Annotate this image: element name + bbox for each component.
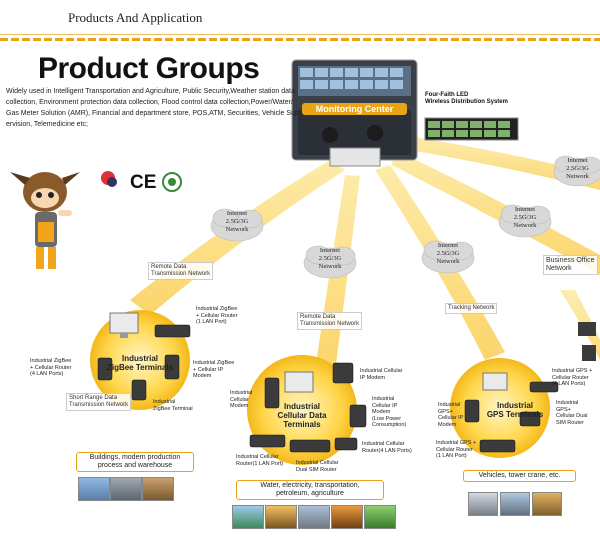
monitoring-center-label: Monitoring Center bbox=[302, 103, 407, 115]
cloud-2-line3: Network bbox=[318, 263, 342, 270]
header-title: Products And Application bbox=[68, 10, 203, 25]
cellular-modem-device bbox=[264, 377, 280, 409]
cloud-5-line2: 2.5G/3G bbox=[566, 165, 589, 172]
remote-network-label-1: Remote Data Transmission Network bbox=[148, 262, 214, 280]
main-title: Product Groups bbox=[38, 52, 260, 85]
gps-router4-label: Industrial GPS + Cellular Router (4 LAN … bbox=[552, 368, 593, 387]
remote-network-label-2: Remote Data Transmission Network bbox=[297, 312, 363, 330]
monitoring-center-image bbox=[291, 59, 418, 167]
gps-circle bbox=[450, 358, 550, 458]
cloud-5-line3: Network bbox=[566, 173, 589, 180]
led-system-label: Four-Faith LED Wireless Distribution Sys… bbox=[425, 92, 508, 105]
cloud-4 bbox=[498, 204, 552, 238]
cellular-dualsim-device bbox=[289, 439, 331, 453]
cellular-photo-4 bbox=[331, 505, 363, 529]
sgs-cert-logo bbox=[162, 172, 182, 192]
cellular-monitor bbox=[284, 371, 314, 393]
cellular-ipmodem-label: Industrial Cellular IP Modem bbox=[360, 368, 403, 381]
zigbee-photo-1 bbox=[78, 477, 110, 501]
ce-cert-logo: CE bbox=[130, 172, 157, 193]
zigbee-router-label: Industrial ZigBee + Cellular Router (1 L… bbox=[196, 306, 238, 325]
zigbee-modem-device bbox=[164, 354, 180, 380]
cloud-3 bbox=[421, 240, 475, 274]
gps-router4-device bbox=[529, 381, 559, 393]
cloud-1-line1: Internet bbox=[226, 210, 248, 217]
zigbee-caption: Buildings, modern production process and… bbox=[76, 452, 194, 472]
cloud-4-text: Internet 2.5G/3G Network bbox=[500, 206, 550, 230]
brand-logo bbox=[101, 171, 117, 187]
gps-modem-device bbox=[464, 399, 480, 423]
mascot-image bbox=[10, 172, 80, 269]
cellular-photo-5 bbox=[364, 505, 396, 529]
cellular-router4-label: Industrial Cellular Router(4 LAN Ports) bbox=[362, 441, 412, 454]
cloud-4-line2: 2.5G/3G bbox=[513, 214, 537, 221]
cloud-1-text: Internet 2.5G/3G Network bbox=[212, 210, 262, 234]
cloud-3-line2: 2.5G/3G bbox=[436, 250, 460, 257]
cloud-2-line1: Internet bbox=[319, 247, 341, 254]
header-rule bbox=[0, 38, 600, 41]
right-edge-devices bbox=[578, 322, 596, 361]
cloud-5-text: Internet 2.5G/3G Network bbox=[555, 157, 600, 181]
cloud-1-line2: 2.5G/3G bbox=[225, 218, 249, 225]
gps-modem-label: Industrial GPS+ Cellular IP Modem bbox=[438, 402, 464, 428]
cellular-lowpower-device bbox=[349, 404, 367, 428]
cloud-2-text: Internet 2.5G/3G Network bbox=[305, 247, 355, 271]
cloud-4-line1: Internet bbox=[514, 206, 536, 213]
zigbee-title: Industrial ZigBee Terminals bbox=[106, 354, 174, 372]
cellular-modem-label: Industrial Cellular Modem bbox=[230, 390, 253, 409]
cloud-3-line3: Network bbox=[436, 258, 460, 265]
cloud-2 bbox=[303, 245, 357, 279]
cellular-photo-1 bbox=[232, 505, 264, 529]
cloud-1 bbox=[210, 208, 264, 242]
zigbee-photo-2 bbox=[110, 477, 142, 501]
led-display-image bbox=[424, 117, 519, 141]
cellular-router1-device bbox=[249, 434, 286, 448]
cellular-photo-2 bbox=[265, 505, 297, 529]
zigbee-router-device bbox=[154, 324, 191, 338]
cellular-dualsim-label: Industrial Cellular Dual SIM Router bbox=[296, 460, 339, 473]
gps-caption: Vehicles, tower crane, etc. bbox=[463, 470, 576, 482]
cellular-title: Industrial Cellular Data Terminals bbox=[277, 402, 327, 429]
gps-photo-1 bbox=[468, 492, 498, 516]
cellular-lowpower-label: Industrial Cellular IP Modem (Low Power … bbox=[372, 396, 407, 428]
beam-business bbox=[392, 150, 600, 275]
cloud-4-line3: Network bbox=[513, 222, 537, 229]
cloud-3-line1: Internet bbox=[437, 242, 459, 249]
gps-dualsim-device bbox=[519, 411, 541, 427]
cellular-caption: Water, electricity, transportation, petr… bbox=[236, 480, 384, 500]
beam-right bbox=[398, 135, 600, 190]
gps-photo-2 bbox=[500, 492, 530, 516]
cloud-2-line2: 2.5G/3G bbox=[318, 255, 342, 262]
cloud-5 bbox=[553, 155, 600, 187]
tracking-network-label: Tracking Network bbox=[445, 303, 498, 314]
gps-title: Industrial GPS Terminals bbox=[486, 401, 544, 419]
zigbee-monitor bbox=[109, 312, 139, 338]
short-range-network-label: Short Range Data Transmission Network bbox=[66, 393, 132, 411]
header-rule-thin bbox=[0, 34, 600, 35]
intro-text: Widely used in Intelligent Transportatio… bbox=[6, 88, 299, 128]
cellular-router4-device bbox=[334, 437, 358, 451]
zigbee-modem-label: Industrial ZigBee + Cellular IP Modem bbox=[193, 360, 235, 379]
business-network-label: Business Office Network bbox=[543, 255, 598, 275]
cloud-5-line1: Internet bbox=[567, 157, 588, 164]
zigbee-photo-3 bbox=[142, 477, 174, 501]
gps-photo-3 bbox=[532, 492, 562, 516]
cellular-photo-3 bbox=[298, 505, 330, 529]
cellular-ipmodem-device bbox=[332, 362, 354, 384]
cellular-router1-label: Industrial Cellular Router(1 LAN Port) bbox=[236, 454, 284, 467]
gps-dualsim-label: Industrial GPS+ Cellular Dual SIM Router bbox=[556, 400, 588, 426]
zigbee-terminal-device bbox=[131, 379, 147, 401]
cloud-1-line3: Network bbox=[225, 226, 249, 233]
zigbee-terminal-label: Industrial ZigBee Terminal bbox=[153, 399, 193, 412]
zigbee-router4-device bbox=[97, 357, 113, 381]
gps-router1-label: Industrial GPS + Cellular Router (1 LAN … bbox=[436, 440, 477, 459]
gps-router1-device bbox=[479, 439, 516, 453]
cloud-3-text: Internet 2.5G/3G Network bbox=[423, 242, 473, 266]
gps-monitor bbox=[482, 372, 508, 391]
zigbee-router4-label: Industrial ZigBee + Cellular Router (4 L… bbox=[30, 358, 72, 377]
